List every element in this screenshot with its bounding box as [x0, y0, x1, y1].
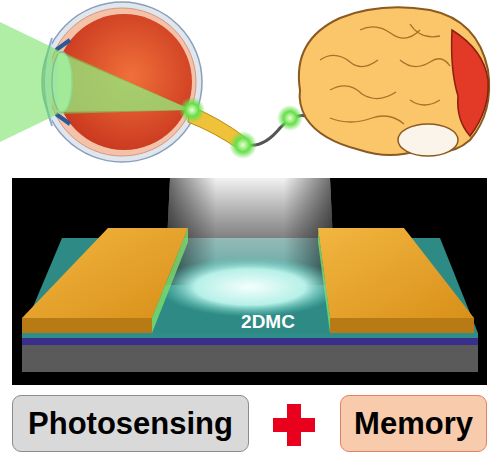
device-panel: [12, 178, 487, 385]
light-beam: [58, 52, 192, 112]
plus-sign: [273, 404, 315, 446]
box-title: Photosensing: [28, 406, 233, 442]
brain: [299, 7, 489, 156]
eye: [42, 2, 202, 162]
feature-box: Memory: [340, 395, 487, 452]
device: [22, 178, 478, 372]
feature-box: Photosensing: [12, 395, 249, 452]
light-beam: [0, 22, 192, 142]
box-title: Memory: [354, 406, 473, 442]
device-label: 2DMC: [241, 311, 295, 332]
